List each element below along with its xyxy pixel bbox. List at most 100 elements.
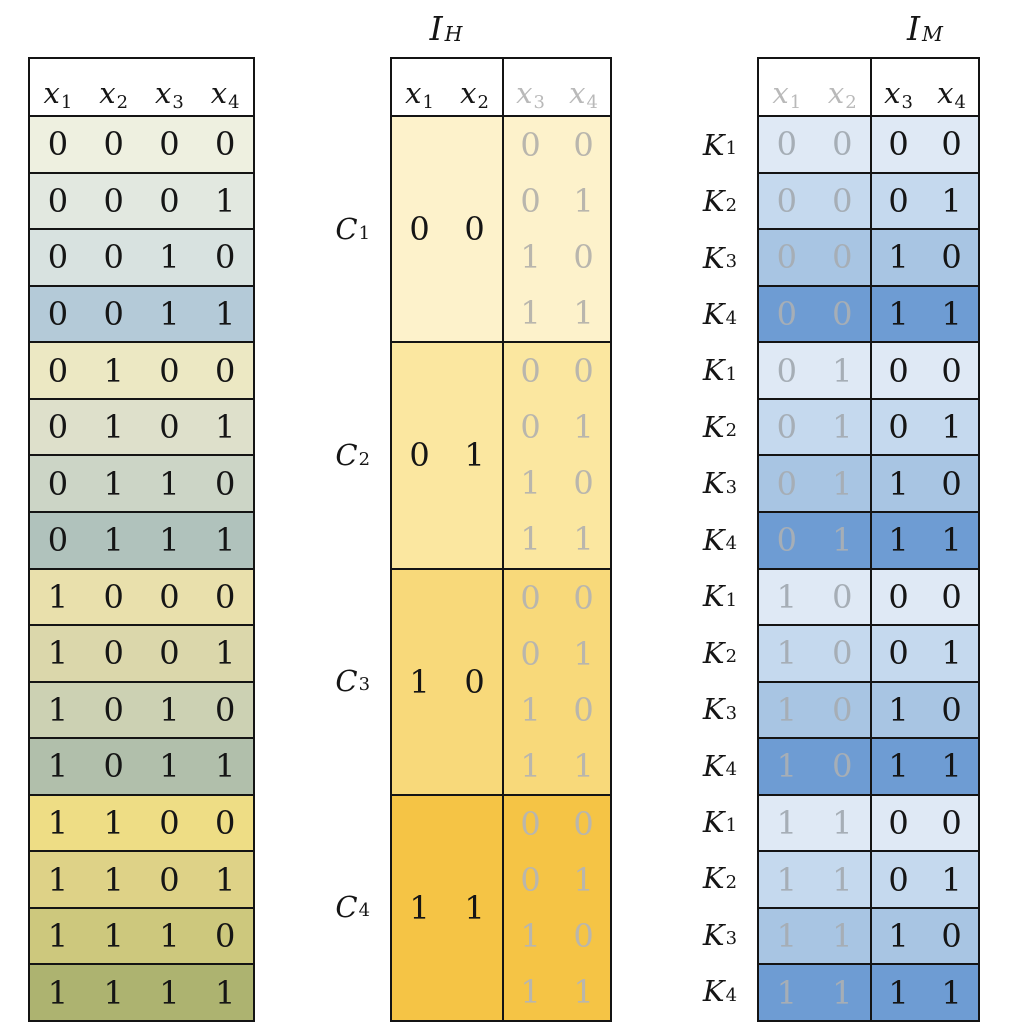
row-secondary-pair: 0 1	[870, 399, 978, 455]
cell-x2: 0	[103, 181, 124, 220]
secondary-digit: 1	[888, 747, 909, 786]
row-secondary-pair: 1 0	[870, 908, 978, 964]
cell-x1: 0	[47, 464, 69, 503]
primary-digit: 1	[464, 436, 485, 475]
secondary-digit: 1	[888, 917, 909, 956]
primary-digit: 1	[832, 408, 853, 447]
cell-x4: 0	[214, 917, 236, 956]
row-primary-pair: 0 0	[759, 230, 870, 285]
table-row: 0 1 0 1	[30, 397, 253, 455]
secondary-digit: 0	[888, 351, 909, 390]
cell-x2: 0	[103, 577, 124, 616]
table-row: 1 0 0 0	[30, 567, 253, 625]
secondary-digit: 1	[573, 408, 594, 447]
cell-x4: 1	[214, 181, 236, 220]
block-c1-primary: 0 0	[392, 117, 502, 341]
cell-x2: 0	[103, 125, 124, 164]
secondary-digit: 1	[573, 972, 594, 1011]
cell-x4: 1	[214, 747, 236, 786]
secondary-digit: 1	[573, 746, 594, 785]
row-primary-pair: 0 1	[759, 513, 870, 568]
row-primary-pair: 1 1	[759, 796, 870, 851]
secondary-digit: 1	[888, 690, 909, 729]
secondary-digit: 0	[520, 126, 541, 165]
secondary-digit: 0	[888, 408, 909, 447]
secondary-digit: 0	[573, 464, 594, 503]
primary-digit: 0	[776, 351, 797, 390]
secondary-digit: 0	[573, 916, 594, 955]
title-ih-base: I	[429, 8, 443, 48]
cell-x3: 0	[159, 351, 180, 390]
row-secondary-pair: 0 0	[870, 343, 978, 398]
cell-x2: 0	[103, 634, 124, 673]
table-row: 0 1 1 1	[759, 510, 978, 568]
row-primary-pair: 1 0	[759, 739, 870, 794]
secondary-digit: 0	[941, 351, 962, 390]
cell-x3: 0	[159, 860, 180, 899]
primary-digit: 0	[776, 408, 797, 447]
secondary-digit: 0	[941, 464, 962, 503]
cell-x3: 0	[159, 577, 180, 616]
secondary-digit: 0	[520, 804, 541, 843]
table-row: 1 1 0 0	[30, 793, 253, 851]
row-secondary-pair: 0 0	[870, 117, 978, 172]
table-row: 0 1 0 1	[759, 397, 978, 455]
primary-digit: 0	[832, 634, 853, 673]
cell-x1: 1	[47, 747, 69, 786]
primary-digit: 0	[832, 181, 853, 220]
row-primary-pair: 0 1	[759, 456, 870, 511]
cell-x1: 0	[47, 294, 69, 333]
secondary-digit: 1	[888, 238, 909, 277]
row-secondary-pair: 1 0	[870, 230, 978, 285]
secondary-digit: 0	[520, 860, 541, 899]
table-row: 0 1 1 0	[30, 454, 253, 511]
row-secondary-pair: 0 0	[870, 569, 978, 625]
secondary-digit: 1	[941, 408, 962, 447]
cell-x1: 1	[47, 804, 69, 843]
primary-digit: 1	[832, 973, 853, 1012]
primary-digit: 1	[776, 860, 797, 899]
primary-digit: 1	[409, 662, 430, 701]
primary-digit: 1	[776, 804, 797, 843]
row-secondary-pair: 0 1	[870, 852, 978, 907]
secondary-digit: 0	[520, 634, 541, 673]
cell-x2: 1	[103, 917, 124, 956]
cell-x1: 1	[47, 634, 69, 673]
table-row: 1 1 1 1	[30, 963, 253, 1020]
primary-digit: 0	[832, 294, 853, 333]
block-c3-primary: 1 0	[392, 570, 502, 794]
cell-x1: 1	[47, 577, 69, 616]
table-row: 1 0 1 1	[30, 737, 253, 794]
row-secondary-pair: 0 1	[870, 626, 978, 681]
row-primary-pair: 1 1	[759, 965, 870, 1020]
cell-x2: 1	[103, 408, 124, 447]
primary-digit: 1	[776, 747, 797, 786]
secondary-digit: 0	[573, 352, 594, 391]
table-row: 1 0 1 0	[759, 680, 978, 738]
secondary-digit: 1	[941, 521, 962, 560]
cell-x2: 1	[103, 464, 124, 503]
primary-digit: 1	[776, 917, 797, 956]
